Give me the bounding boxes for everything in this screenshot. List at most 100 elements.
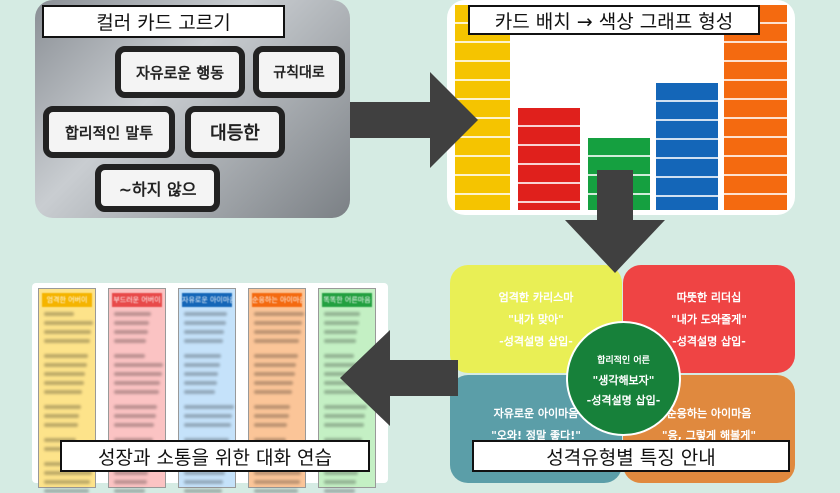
blurred-text-line: [184, 363, 220, 367]
blurred-text-line: [44, 471, 92, 475]
blurred-text-line: [254, 354, 298, 358]
quadrant-desc: -성격설명 삽입-: [499, 335, 573, 348]
practice-column-header: 자유로운 아이마음: [182, 293, 232, 307]
blurred-text-line: [44, 405, 81, 409]
blurred-text-line: [114, 372, 162, 376]
arrow-right-icon: [350, 72, 478, 168]
quadrant-quote: "내가 맞아": [508, 313, 564, 326]
blurred-text-line: [184, 423, 231, 427]
practice-column-header: 엄격한 어버이: [42, 293, 92, 307]
blurred-text-line: [114, 330, 148, 334]
blurred-text-line: [184, 381, 217, 385]
blurred-text-line: [114, 312, 151, 316]
blurred-text-line: [44, 339, 90, 343]
blurred-text-line: [114, 489, 145, 493]
blurred-text-line: [184, 390, 215, 394]
blurred-text-line: [44, 489, 89, 493]
quadrant-title: 자유로운 아이마음: [493, 407, 579, 420]
blurred-text-line: [254, 330, 301, 334]
practice-column-header: 순응하는 아이마음: [252, 293, 302, 307]
blurred-text-line: [324, 489, 355, 493]
quadrant-quote: "응, 그렇게 해볼게": [661, 429, 757, 442]
blurred-text-line: [324, 330, 357, 334]
blurred-text-line: [254, 489, 298, 493]
quadrant-quote: "내가 도와줄게": [670, 313, 747, 326]
blurred-text-line: [114, 405, 157, 409]
blurred-text-line: [184, 330, 224, 334]
blurred-text-line: [114, 414, 156, 418]
blurred-text-line: [324, 405, 367, 409]
card-select-label: 컬러 카드 고르기: [42, 5, 285, 38]
blurred-text-line: [114, 354, 145, 358]
graph-column: [518, 107, 580, 210]
blurred-text-line: [254, 480, 300, 484]
arrow-down-icon: [565, 170, 665, 273]
quadrant-desc: -성격설명 삽입-: [672, 335, 746, 348]
card: 자유로운 행동: [115, 46, 245, 98]
blurred-text-line: [324, 321, 359, 325]
blurred-text-line: [44, 363, 87, 367]
center-title: 합리적인 어른: [597, 356, 650, 366]
blurred-text-line: [44, 354, 88, 358]
card: 규칙대로: [253, 46, 345, 98]
center-desc: -성격설명 삽입-: [586, 394, 661, 407]
blurred-text-line: [254, 363, 296, 367]
types-label: 성격유형별 특징 안내: [472, 440, 790, 472]
quadrant-title: 엄격한 카리스마: [498, 291, 574, 304]
blurred-text-line: [184, 339, 223, 343]
blurred-text-line: [44, 423, 78, 427]
blurred-text-line: [184, 321, 226, 325]
blurred-text-line: [44, 330, 91, 334]
blurred-text-line: [184, 480, 223, 484]
blurred-text-line: [44, 390, 82, 394]
arrow-left-icon: [340, 330, 458, 426]
blurred-text-line: [254, 372, 295, 376]
blurred-text-line: [184, 312, 227, 316]
blurred-text-line: [184, 414, 232, 418]
blurred-text-line: [44, 414, 79, 418]
blurred-text-line: [184, 354, 221, 358]
card: 대등한: [185, 106, 285, 158]
blurred-text-line: [114, 339, 146, 343]
blurred-text-line: [184, 471, 225, 475]
blurred-text-line: [324, 423, 364, 427]
blurred-text-line: [114, 480, 147, 484]
blurred-text-line: [254, 414, 289, 418]
blurred-text-line: [254, 381, 293, 385]
blurred-text-line: [324, 339, 356, 343]
blurred-text-line: [324, 480, 356, 484]
blurred-text-line: [44, 480, 90, 484]
quadrant-quote: "오와! 정말 좋다!": [491, 429, 581, 442]
practice-column-header: 똑똑한 어른마음: [322, 293, 372, 307]
blurred-text-line: [44, 447, 75, 451]
blurred-text-line: [114, 363, 163, 367]
blurred-text-line: [324, 354, 354, 358]
blurred-text-line: [254, 321, 302, 325]
blurred-text-line: [184, 489, 222, 493]
practice-column-header: 부드러운 어버이: [112, 293, 162, 307]
blurred-text-line: [324, 414, 365, 418]
blurred-text-line: [44, 312, 74, 316]
blurred-text-line: [254, 339, 299, 343]
center-circle-rational: 합리적인 어른 "생각해보자" -성격설명 삽입-: [566, 321, 681, 436]
blurred-text-line: [44, 321, 93, 325]
blurred-text-line: [44, 381, 84, 385]
blurred-text-line: [254, 390, 292, 394]
blurred-text-line: [254, 312, 304, 316]
blurred-text-line: [254, 471, 301, 475]
blurred-text-line: [324, 312, 360, 316]
blurred-text-line: [114, 471, 148, 475]
card: ~하지 않으: [95, 164, 220, 212]
graph-column: [656, 82, 718, 210]
graph-column: [724, 5, 787, 210]
blurred-text-line: [114, 390, 159, 394]
blurred-text-line: [254, 405, 290, 409]
blurred-text-line: [324, 471, 358, 475]
card: 합리적인 말투: [43, 106, 175, 158]
blurred-text-line: [324, 390, 368, 394]
center-quote: "생각해보자": [592, 374, 655, 387]
blurred-text-line: [44, 372, 85, 376]
blurred-text-line: [114, 321, 149, 325]
blurred-text-line: [324, 363, 373, 367]
blurred-text-line: [114, 381, 160, 385]
